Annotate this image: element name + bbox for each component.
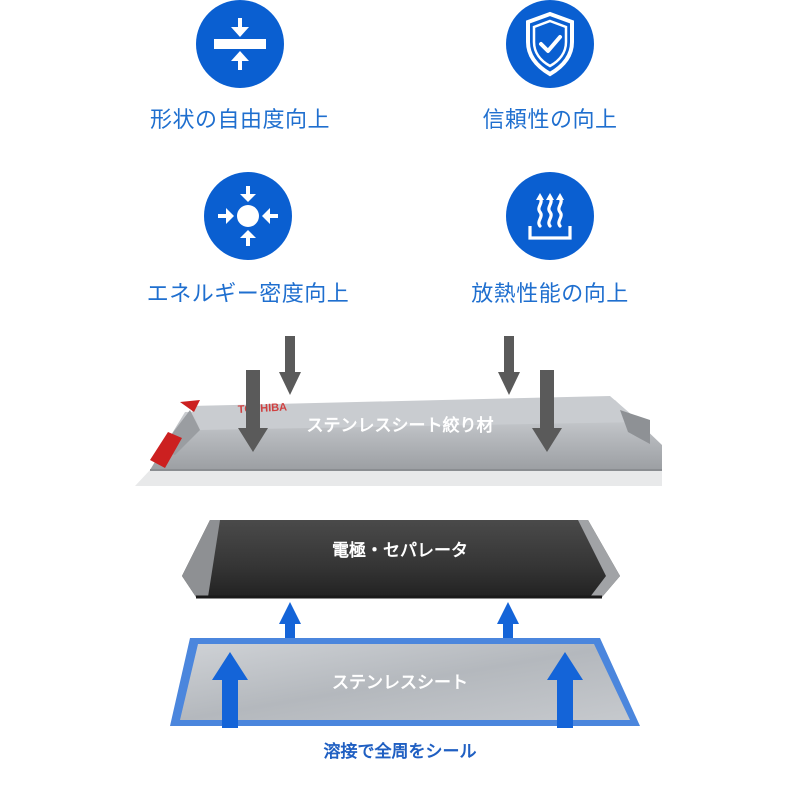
feature-label: エネルギー密度向上 <box>146 282 350 307</box>
feature-heat-dissipation: 放熱性能の向上 <box>420 172 680 308</box>
press-arrow <box>238 370 268 452</box>
bottom-sheet-label: ステンレスシート <box>332 673 468 693</box>
bottom-steel-sheet <box>170 638 640 726</box>
feature-energy-density: エネルギー密度向上 <box>118 172 378 308</box>
feature-icon-circle <box>506 0 594 88</box>
lift-arrow <box>497 602 519 640</box>
weld-seal-caption: 溶接で全周をシール <box>323 742 477 762</box>
heat-dissipation-icon <box>528 193 572 240</box>
feature-icon-circle <box>204 172 292 260</box>
shield-check-icon <box>526 11 574 77</box>
energy-density-icon <box>218 186 278 246</box>
feature-reliability: 信頼性の向上 <box>420 0 680 134</box>
top-plate-label: ステンレスシート絞り材 <box>307 415 494 436</box>
electrode-separator-core <box>182 520 620 599</box>
press-arrow <box>498 336 520 395</box>
feature-icon-circle <box>196 0 284 88</box>
lift-arrow <box>279 602 301 640</box>
top-steel-plate <box>135 396 662 486</box>
feature-icon-circle <box>506 172 594 260</box>
compress-icon <box>214 18 266 70</box>
press-arrow <box>532 370 562 452</box>
core-label: 電極・セパレータ <box>332 540 468 561</box>
press-arrow <box>279 336 301 395</box>
battery-exploded-diagram: TOSHIBA ステンレスシート絞り材 電極・セパレータ ステンレスシート <box>135 336 662 728</box>
feature-label: 形状の自由度向上 <box>149 108 330 133</box>
feature-shape-freedom: 形状の自由度向上 <box>110 0 370 134</box>
feature-label: 信頼性の向上 <box>482 108 618 133</box>
lift-arrow-large <box>212 652 248 728</box>
feature-label: 放熱性能の向上 <box>471 282 629 307</box>
lift-arrow-large <box>547 652 583 728</box>
